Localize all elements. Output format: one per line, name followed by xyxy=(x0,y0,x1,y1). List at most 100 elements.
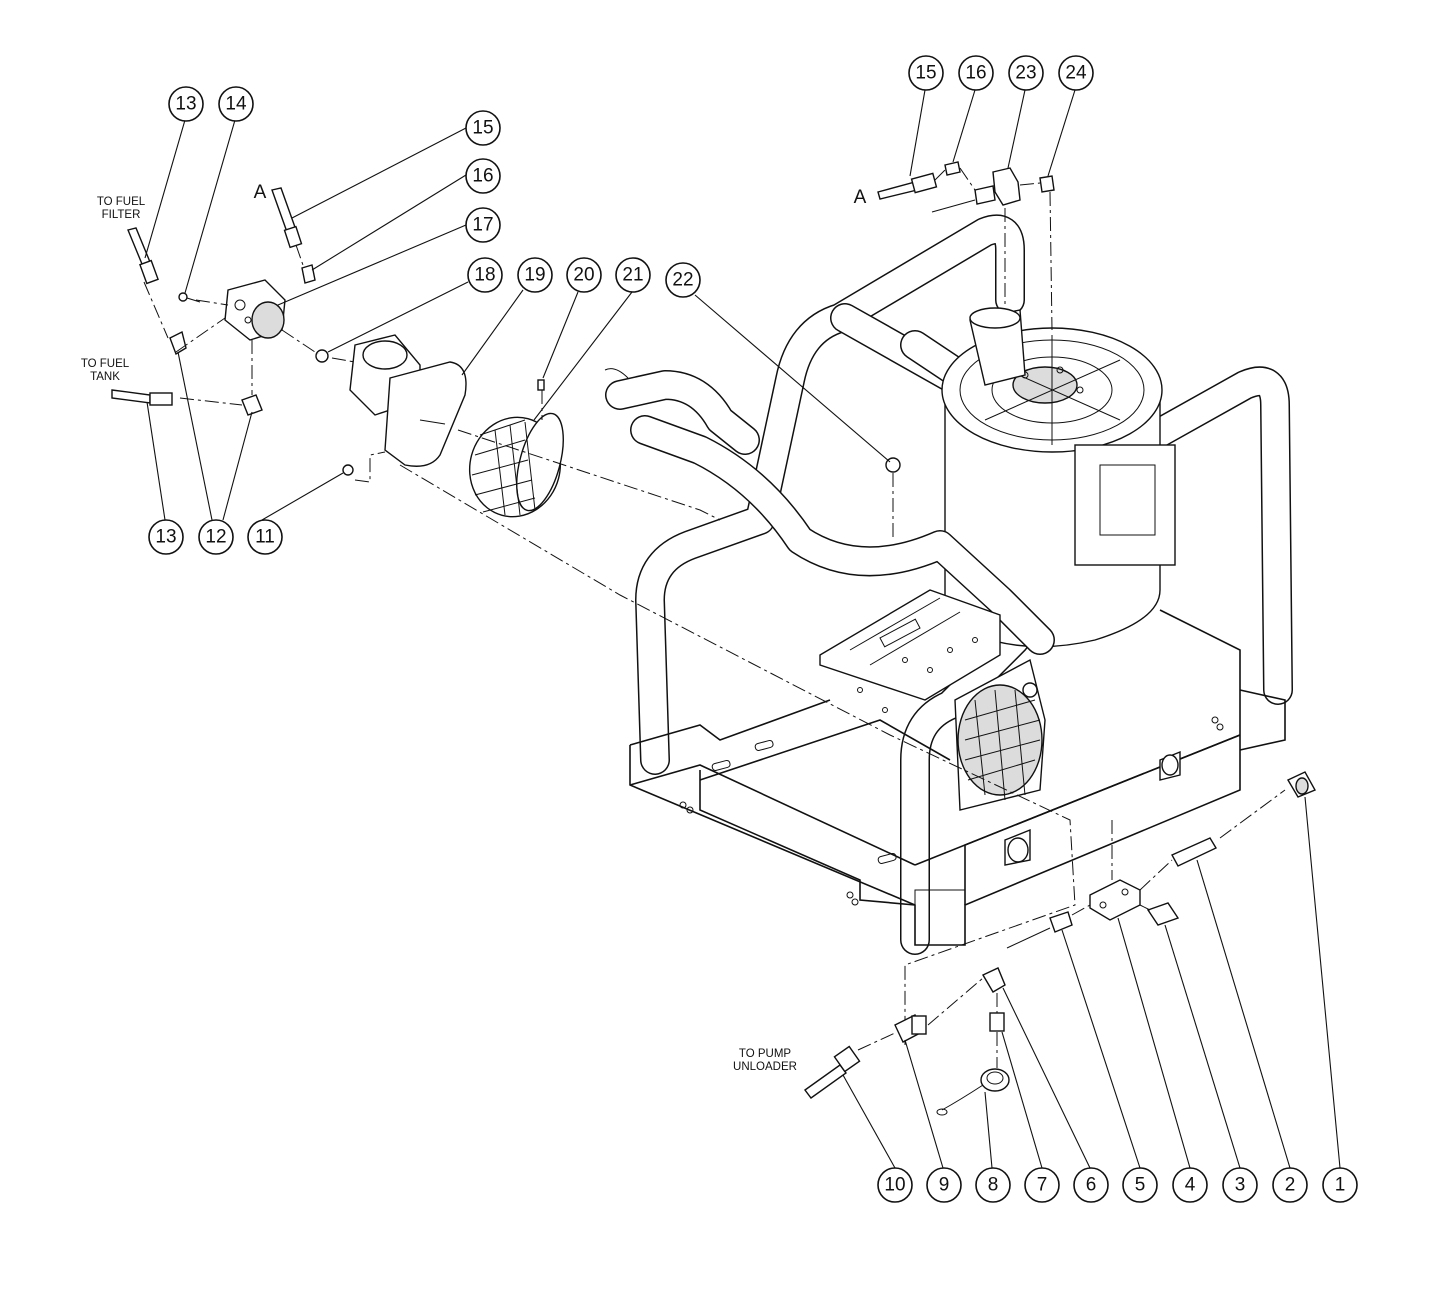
machine-frame-assembly xyxy=(604,214,1293,955)
balloon-8: 8 xyxy=(975,1167,1011,1203)
quick-coupler-8 xyxy=(936,1068,1010,1116)
blower-wheel xyxy=(468,412,564,518)
nut-11 xyxy=(342,464,354,476)
balloon-22: 22 xyxy=(665,262,701,298)
nut-18 xyxy=(315,349,329,363)
svg-text:22: 22 xyxy=(672,270,693,291)
fuel-elbow-lower xyxy=(241,394,263,416)
svg-text:9: 9 xyxy=(939,1175,950,1196)
svg-text:3: 3 xyxy=(1235,1175,1246,1196)
balloon-11: 11 xyxy=(247,519,283,555)
svg-text:24: 24 xyxy=(1065,63,1087,84)
balloon-13-top: 13 xyxy=(168,86,204,122)
nipple-2 xyxy=(1171,837,1217,867)
fitting-16-right xyxy=(944,161,961,176)
elbow-6 xyxy=(982,967,1006,993)
balloon-2: 2 xyxy=(1272,1167,1308,1203)
hose-15-left xyxy=(271,187,303,249)
balloon-20: 20 xyxy=(566,257,602,293)
burner-motor xyxy=(349,334,467,467)
svg-text:16: 16 xyxy=(965,63,986,84)
balloon-15-left: 15 xyxy=(465,110,501,146)
fuel-tank-hose xyxy=(111,389,173,406)
svg-text:19: 19 xyxy=(524,265,545,286)
balloon-4: 4 xyxy=(1172,1167,1208,1203)
svg-text:17: 17 xyxy=(472,215,493,236)
fuel-pump-body xyxy=(224,279,286,341)
diagram-notes: TO FUEL FILTER TO FUEL TANK TO PUMP UNLO… xyxy=(81,182,867,1073)
pressure-switch-23 xyxy=(931,167,1021,213)
svg-text:8: 8 xyxy=(988,1175,999,1196)
balloon-6: 6 xyxy=(1073,1167,1109,1203)
connector-label-a-right: A xyxy=(854,187,867,208)
svg-text:10: 10 xyxy=(884,1175,905,1196)
balloon-7: 7 xyxy=(1024,1167,1060,1203)
balloon-14: 14 xyxy=(218,86,254,122)
svg-text:13: 13 xyxy=(175,94,196,115)
fuel-elbow-upper xyxy=(169,330,187,356)
balloon-1: 1 xyxy=(1322,1167,1358,1203)
note-fuel-tank-line1: TO FUEL xyxy=(81,358,130,370)
svg-text:15: 15 xyxy=(915,63,936,84)
svg-text:13: 13 xyxy=(155,527,176,548)
note-fuel-filter-line1: TO FUEL xyxy=(97,196,146,208)
coupler-7 xyxy=(989,1012,1005,1032)
balloon-13-bottom: 13 xyxy=(148,519,184,555)
unloader-hose-10 xyxy=(804,1045,861,1099)
balloon-16-left: 16 xyxy=(465,158,501,194)
note-fuel-filter-line2: FILTER xyxy=(102,209,141,221)
svg-text:23: 23 xyxy=(1015,63,1036,84)
svg-text:7: 7 xyxy=(1037,1175,1048,1196)
balloon-12: 12 xyxy=(198,519,234,555)
leader-lines xyxy=(144,89,1341,1169)
svg-text:18: 18 xyxy=(474,265,495,286)
tee-fitting-9 xyxy=(894,1014,927,1043)
balloon-24: 24 xyxy=(1058,55,1094,91)
svg-text:4: 4 xyxy=(1185,1175,1196,1196)
balloon-10: 10 xyxy=(877,1167,913,1203)
adapter-3 xyxy=(1146,902,1180,926)
svg-text:11: 11 xyxy=(255,527,275,548)
set-screw-20 xyxy=(537,379,545,391)
fuel-pump-subassembly xyxy=(111,187,1076,1045)
svg-text:5: 5 xyxy=(1135,1175,1146,1196)
pressure-switch-subassembly xyxy=(877,161,1055,331)
base-frame xyxy=(629,609,1286,946)
balloon-21: 21 xyxy=(615,257,651,293)
outlet-block-4 xyxy=(1089,879,1141,921)
note-pump-unloader-line1: TO PUMP xyxy=(739,1048,792,1060)
svg-text:2: 2 xyxy=(1285,1175,1296,1196)
coil-hose xyxy=(604,368,1055,655)
svg-text:12: 12 xyxy=(205,527,226,548)
outlet-plumbing-subassembly xyxy=(804,771,1316,1116)
roll-cage-rear xyxy=(635,214,1025,775)
swivel-fitting-1 xyxy=(1287,771,1316,798)
balloon-5: 5 xyxy=(1122,1167,1158,1203)
balloon-9: 9 xyxy=(926,1167,962,1203)
note-pump-unloader-line2: UNLOADER xyxy=(733,1061,797,1073)
svg-text:16: 16 xyxy=(472,166,493,187)
svg-text:20: 20 xyxy=(573,265,594,286)
balloon-16-right: 16 xyxy=(958,55,994,91)
fitting-16-left xyxy=(301,264,316,284)
hose-15-right xyxy=(877,172,938,200)
thermostat-probe-5 xyxy=(1006,911,1073,949)
svg-text:6: 6 xyxy=(1086,1175,1097,1196)
balloon-3: 3 xyxy=(1222,1167,1258,1203)
connector-label-a-left: A xyxy=(254,182,267,203)
svg-text:14: 14 xyxy=(225,94,247,115)
balloon-18: 18 xyxy=(467,257,503,293)
mounting-screw-14 xyxy=(178,292,201,303)
burner-blower-housing xyxy=(954,658,1046,811)
balloon-23: 23 xyxy=(1008,55,1044,91)
svg-text:21: 21 xyxy=(622,265,643,286)
fuel-filter-hose xyxy=(127,227,159,285)
svg-text:1: 1 xyxy=(1335,1175,1346,1196)
balloon-17: 17 xyxy=(465,207,501,243)
balloon-15-right: 15 xyxy=(908,55,944,91)
balloon-callouts: 13 14 15 16 17 18 19 20 21 22 15 16 23 2… xyxy=(148,55,1358,1203)
engine-mount-plate xyxy=(819,589,1001,713)
svg-text:15: 15 xyxy=(472,118,493,139)
fitting-24 xyxy=(1039,175,1055,193)
